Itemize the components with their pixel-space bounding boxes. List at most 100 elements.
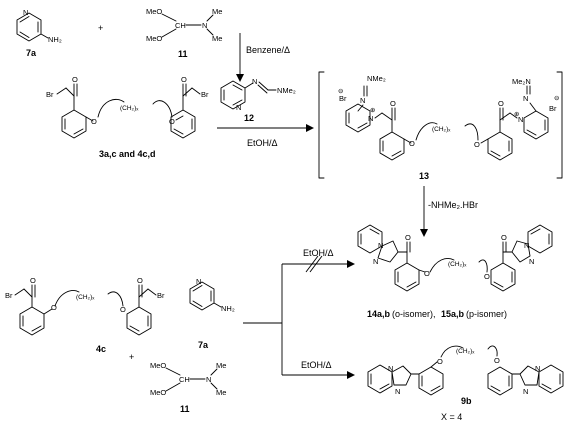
- compound-7a-top: N NH₂ 7a: [16, 8, 62, 58]
- label-p-isomer: (p-isomer): [466, 309, 507, 319]
- label-11-bottom: 11: [180, 404, 190, 414]
- compound-14-15: N N O O (CH₂)ₓ O O N N 14a,b (o-isomer),: [357, 224, 553, 319]
- atom-n: N: [252, 77, 257, 86]
- reagent-benzene: Benzene/Δ: [246, 45, 290, 55]
- charge-plus: ⊕: [514, 111, 520, 118]
- branch-arrows: EtOH/Δ EtOH/Δ: [243, 248, 355, 379]
- atom-n: N: [360, 96, 365, 105]
- atom-me: Me: [212, 34, 222, 43]
- label-3-4: 3a,c and 4c,d: [99, 149, 156, 159]
- atom-nh2: NH₂: [221, 304, 235, 313]
- atom-o: O: [424, 269, 430, 278]
- atom-n: N: [236, 103, 241, 112]
- label-12: 12: [244, 113, 254, 123]
- atom-n: N: [378, 241, 383, 250]
- atom-n: N: [196, 277, 201, 286]
- atom-ch: CH: [175, 21, 186, 30]
- atom-o: O: [437, 357, 443, 366]
- label-15ab: 15a,b: [441, 309, 465, 319]
- anion-br: Br: [549, 104, 557, 113]
- compound-9b: N N O (CH₂)ₓ O N N 9b X = 4: [367, 345, 564, 422]
- arrow-to-14-15: -NHMe₂.HBr: [420, 186, 478, 237]
- atom-o: O: [498, 99, 504, 108]
- atom-me: Me: [216, 361, 226, 370]
- atom-o: O: [494, 356, 500, 365]
- linker-ch2x: (CH₂)ₓ: [448, 261, 467, 268]
- linker-ch2x: (CH₂)ₓ: [432, 126, 451, 133]
- compound-3-4: Br O O (CH₂)ₓ O O Br 3a,c and 4c,d: [46, 75, 209, 159]
- compound-7a-bottom: N NH₂ 7a: [189, 277, 235, 350]
- label-o-isomer: (o-isomer),: [392, 309, 436, 319]
- label-7a-top: 7a: [26, 48, 37, 58]
- atom-o: O: [169, 117, 175, 126]
- reagent-nhme2hbr: -NHMe₂.HBr: [428, 200, 478, 210]
- atom-o: O: [137, 276, 143, 285]
- arrow-to-12: Benzene/Δ: [236, 33, 290, 82]
- label-4c: 4c: [96, 344, 106, 354]
- atom-me: Me: [216, 388, 226, 397]
- atom-o: O: [405, 233, 411, 242]
- atom-n: N: [523, 94, 528, 103]
- linker-ch2x: (CH₂)ₓ: [76, 294, 95, 301]
- charge-minus: ⊖: [554, 95, 560, 102]
- compound-12: N N NMe₂ 12: [220, 77, 296, 123]
- atom-n: N: [395, 387, 400, 396]
- atom-o: O: [30, 276, 36, 285]
- atom-nh2: NH₂: [48, 35, 62, 44]
- label-9b: 9b: [461, 396, 472, 406]
- atom-br: Br: [46, 90, 54, 99]
- atom-n: N: [388, 364, 393, 373]
- atom-nme2: NMe₂: [277, 86, 296, 95]
- compound-11-top: MeO MeO CH N Me Me 11: [146, 7, 222, 59]
- atom-o: O: [181, 75, 187, 84]
- atom-n: N: [373, 257, 378, 266]
- atom-br: Br: [5, 291, 13, 300]
- atom-me: Me: [212, 7, 222, 16]
- atom-meo: MeO: [150, 361, 166, 370]
- plus-sign-bottom: +: [129, 352, 134, 362]
- atom-n: N: [368, 114, 373, 123]
- anion-br: Br: [339, 94, 347, 103]
- charge-plus: ⊕: [370, 107, 376, 114]
- compound-11-bottom: MeO MeO CH N Me Me 11: [150, 361, 226, 414]
- plus-sign-top: +: [98, 23, 103, 33]
- linker-ch2x: (CH₂)ₓ: [456, 348, 475, 355]
- atom-n: N: [202, 21, 207, 30]
- atom-n: N: [23, 8, 28, 17]
- arrow-to-13: EtOH/Δ: [217, 124, 314, 148]
- label-13: 13: [419, 171, 429, 181]
- atom-ch: CH: [179, 375, 190, 384]
- atom-o: O: [390, 99, 396, 108]
- compound-4c: Br O O (CH₂)ₓ O O Br 4c: [5, 276, 165, 354]
- charge-minus: ⊖: [338, 88, 344, 95]
- label-14ab: 14a,b: [367, 309, 391, 319]
- label-7a-bottom: 7a: [198, 340, 209, 350]
- atom-n: N: [523, 387, 528, 396]
- atom-nme2: NMe₂: [367, 74, 386, 83]
- atom-o: O: [91, 117, 97, 126]
- atom-me2n: Me₂N: [512, 77, 531, 86]
- atom-meo: MeO: [146, 7, 162, 16]
- reagent-etoh-bottom: EtOH/Δ: [301, 360, 332, 370]
- atom-n: N: [524, 241, 529, 250]
- atom-o: O: [474, 140, 480, 149]
- atom-o: O: [501, 233, 507, 242]
- atom-o: O: [72, 75, 78, 84]
- atom-o: O: [484, 272, 490, 281]
- atom-br: Br: [157, 291, 165, 300]
- atom-n: N: [206, 375, 211, 384]
- label-11-top: 11: [178, 49, 188, 59]
- atom-n: N: [529, 257, 534, 266]
- compound-13: NMe₂ N Br ⊖ ⊕ N O O (CH₂)ₓ O O: [318, 71, 563, 181]
- atom-br: Br: [201, 90, 209, 99]
- atom-meo: MeO: [150, 388, 166, 397]
- atom-n: N: [518, 115, 523, 124]
- note-x-equals: X = 4: [441, 412, 462, 422]
- linker-ch2x: (CH₂)ₓ: [120, 105, 139, 112]
- atom-o: O: [51, 303, 57, 312]
- atom-o: O: [120, 305, 126, 314]
- atom-o: O: [409, 139, 415, 148]
- reagent-etoh-top: EtOH/Δ: [247, 138, 278, 148]
- atom-meo: MeO: [146, 34, 162, 43]
